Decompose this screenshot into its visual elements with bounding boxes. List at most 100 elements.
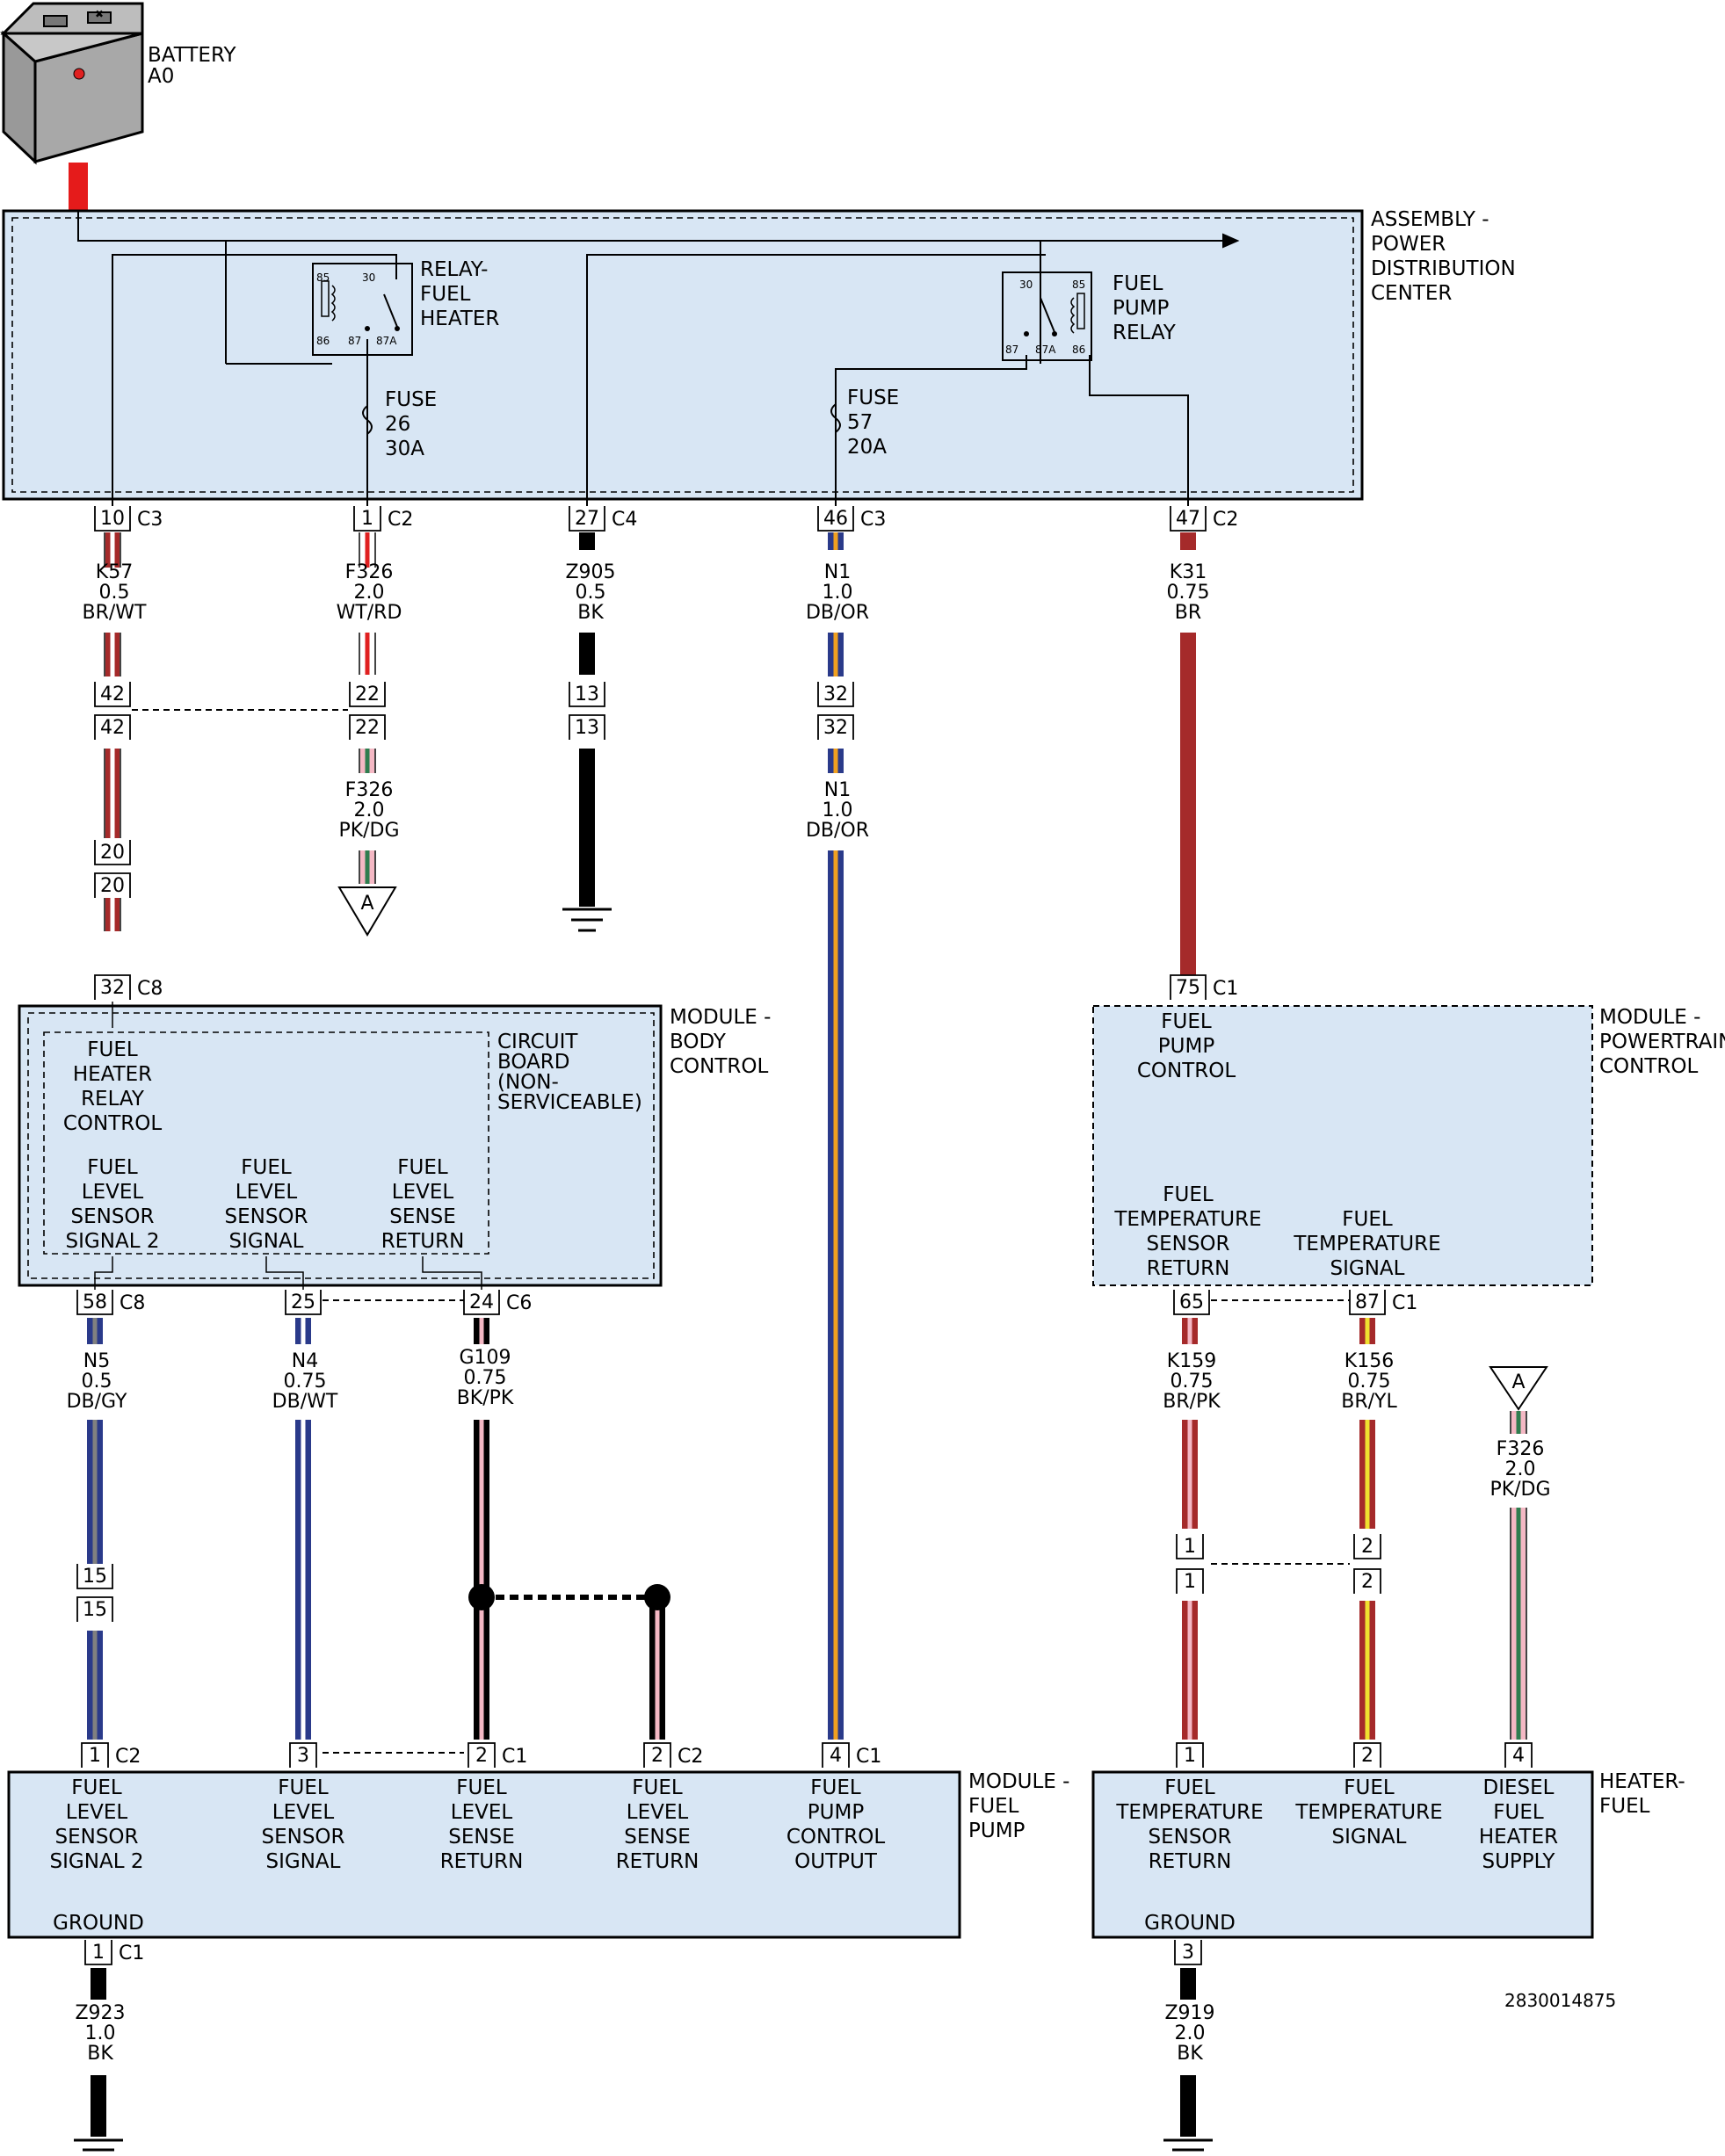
svg-text:20: 20 (100, 842, 125, 864)
svg-text:87A: 87A (1035, 344, 1056, 356)
battery-icon: ✖ (0, 2, 144, 165)
svg-text:SENSOR: SENSOR (70, 1205, 154, 1228)
svg-text:LEVEL: LEVEL (392, 1181, 454, 1204)
svg-text:HEATER: HEATER (1479, 1826, 1558, 1849)
svg-text:2: 2 (1361, 1745, 1373, 1767)
wire-label-z919: Z919 2.0 BK (1164, 2002, 1214, 2065)
svg-text:K31: K31 (1170, 561, 1207, 583)
svg-text:FUEL: FUEL (1344, 1776, 1395, 1799)
connector-pin-n5-15a: 15 (76, 1564, 113, 1589)
svg-text:1: 1 (1184, 1745, 1196, 1767)
svg-text:2.0: 2.0 (354, 582, 385, 604)
svg-text:0.5: 0.5 (82, 1371, 112, 1393)
battery-id: A0 (148, 65, 174, 88)
wire-z919-a (1180, 1968, 1196, 2000)
wire-k156-1-tracer (1365, 1420, 1370, 1529)
svg-text:PUMP: PUMP (1113, 297, 1170, 320)
fpm-ground-label: GROUND (53, 1912, 144, 1935)
svg-text:✖: ✖ (95, 8, 104, 20)
svg-text:LEVEL: LEVEL (272, 1801, 335, 1824)
svg-text:0.5: 0.5 (576, 582, 606, 604)
wire-f326-top-1-tracer (365, 633, 370, 675)
svg-text:RETURN: RETURN (1149, 1850, 1232, 1873)
svg-text:4: 4 (1512, 1745, 1525, 1767)
svg-text:BR/WT: BR/WT (83, 602, 148, 624)
svg-text:15: 15 (83, 1599, 107, 1621)
svg-text:1: 1 (361, 508, 373, 530)
offpage-connector-a-right: A (1489, 1366, 1548, 1411)
svg-text:HEATER-: HEATER- (1599, 1770, 1685, 1793)
connector-pin-fpm-4: 4 C1 (822, 1742, 881, 1768)
connector-pin-k57-42a: 42 (94, 682, 131, 707)
svg-text:15: 15 (83, 1566, 107, 1588)
svg-text:FUEL: FUEL (397, 1156, 448, 1179)
wire-z905-0 (579, 532, 595, 550)
svg-text:1.0: 1.0 (823, 582, 853, 604)
svg-text:27: 27 (575, 508, 599, 530)
svg-text:32: 32 (823, 717, 848, 739)
wire-k159-0-tracer (1187, 1318, 1192, 1344)
svg-text:RETURN: RETURN (440, 1850, 524, 1873)
connector-pin-n1-32b: 32 (817, 714, 854, 740)
svg-text:C1: C1 (856, 1746, 881, 1768)
svg-text:58: 58 (83, 1291, 107, 1313)
svg-text:N5: N5 (83, 1350, 110, 1372)
svg-text:PUMP: PUMP (1158, 1035, 1215, 1058)
wire-k57-3-tracer (110, 884, 115, 931)
svg-text:4: 4 (830, 1745, 842, 1767)
bcm-fuel-level-sensor-signal: FUEL LEVEL SENSOR SIGNAL (224, 1156, 308, 1253)
svg-text:1.0: 1.0 (823, 799, 853, 821)
fuel-pump-relay: 30 85 87 87A 86 (1002, 271, 1092, 361)
wire-label-k159: K159 0.75 BR/PK (1163, 1350, 1221, 1413)
wire-label-z923: Z923 1.0 BK (75, 2002, 125, 2065)
svg-text:SERVICEABLE): SERVICEABLE) (497, 1091, 642, 1114)
wire-f326-right-1-tracer (1516, 1508, 1521, 1740)
svg-text:FUEL: FUEL (456, 1776, 507, 1799)
svg-text:20: 20 (100, 875, 125, 897)
svg-text:PK/DG: PK/DG (1489, 1479, 1550, 1501)
svg-text:3: 3 (1182, 1942, 1194, 1964)
wire-g109-splice-tracer (655, 1597, 660, 1740)
battery-name: BATTERY (148, 44, 236, 67)
svg-text:HEATER: HEATER (73, 1063, 152, 1086)
wire-label-k156: K156 0.75 BR/YL (1341, 1350, 1397, 1413)
svg-text:RELAY-: RELAY- (420, 258, 488, 281)
svg-text:SIGNAL: SIGNAL (229, 1230, 304, 1253)
pdc-module (2, 209, 1364, 501)
svg-text:FUEL: FUEL (278, 1776, 329, 1799)
wire-segments (87, 532, 1527, 2000)
bcm-title: MODULE - BODY CONTROL (670, 1006, 771, 1078)
connector-pin-f326-22b: 22 (349, 714, 386, 740)
svg-text:TEMPERATURE: TEMPERATURE (1294, 1801, 1442, 1824)
wire-label-n1-top: N1 1.0 DB/OR (806, 561, 869, 624)
svg-text:C1: C1 (1213, 978, 1238, 1000)
svg-text:57: 57 (847, 411, 873, 434)
svg-text:CONTROL: CONTROL (786, 1826, 886, 1849)
connector-pin-k156-2a: 2 (1353, 1534, 1381, 1559)
svg-text:SIGNAL: SIGNAL (266, 1850, 341, 1873)
wire-n5-0-tracer (92, 1318, 98, 1344)
svg-text:BR/YL: BR/YL (1341, 1391, 1397, 1413)
svg-text:TEMPERATURE: TEMPERATURE (1115, 1801, 1263, 1824)
svg-text:SENSOR: SENSOR (224, 1205, 308, 1228)
svg-text:RETURN: RETURN (1147, 1257, 1230, 1280)
svg-text:DISTRIBUTION: DISTRIBUTION (1371, 257, 1516, 280)
svg-text:A: A (360, 893, 373, 915)
svg-text:32: 32 (823, 684, 848, 705)
svg-text:LEVEL: LEVEL (82, 1181, 144, 1204)
svg-text:RELAY: RELAY (81, 1088, 145, 1111)
wire-n1-0-tracer (833, 532, 838, 550)
wire-label-n1-mid: N1 1.0 DB/OR (806, 779, 869, 842)
pcm-module (1092, 1005, 1593, 1286)
connector-pin-k159-1b: 1 (1176, 1568, 1204, 1594)
svg-text:TEMPERATURE: TEMPERATURE (1293, 1233, 1440, 1255)
svg-text:86: 86 (1072, 344, 1085, 356)
svg-text:MODULE -: MODULE - (670, 1006, 771, 1029)
